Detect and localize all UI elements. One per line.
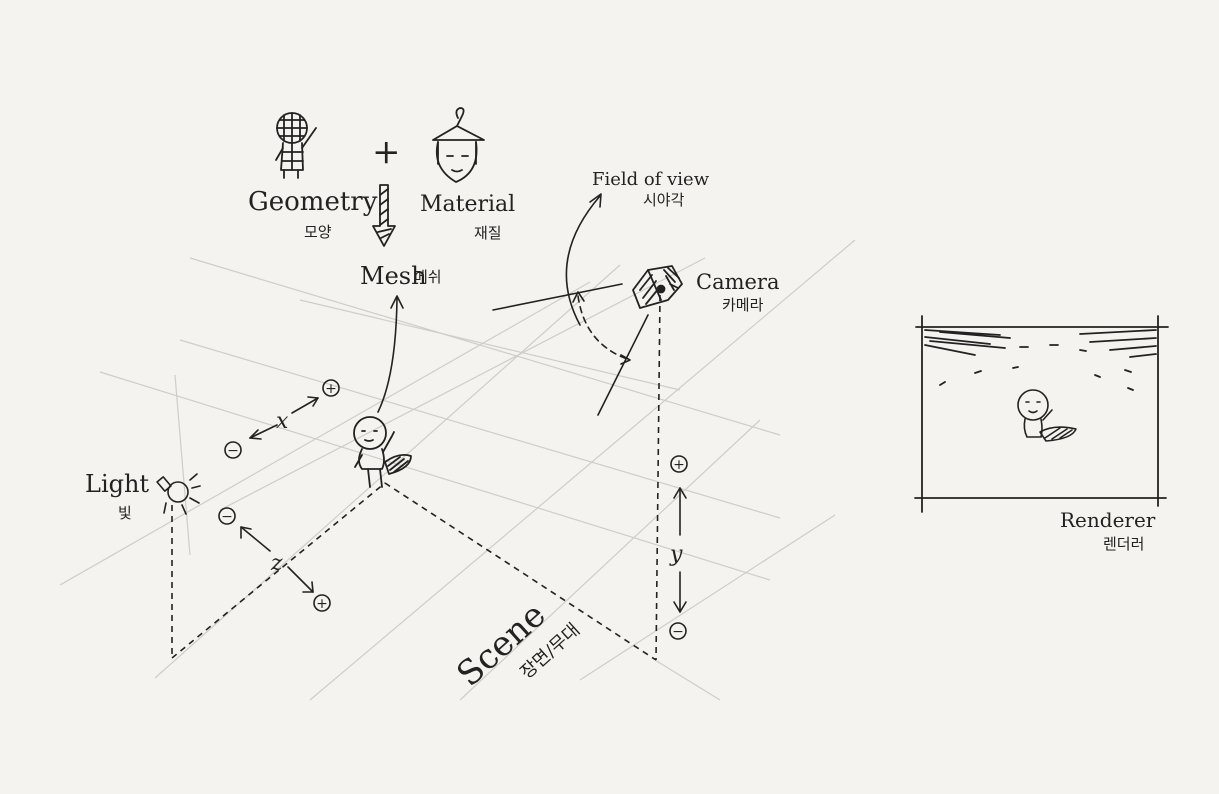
plus-sign: + [372,132,401,172]
y-plus-marker: + [670,455,688,473]
renderer-label-ko: 렌더러 [1103,535,1144,553]
z-axis-arrow [240,526,314,593]
svg-text:−: − [221,509,233,525]
camera-label-ko: 카메라 [722,296,764,314]
mesh-label-ko: 메쉬 [414,268,442,286]
svg-text:−: − [672,624,684,640]
mesh-label: Mesh [360,262,427,290]
geometry-label: Geometry [248,187,378,217]
camera-icon [632,265,683,309]
scene-label-group: Scene 장면/무대 [449,595,584,695]
material-label: Material [420,192,515,217]
combine-arrow-icon [372,184,396,247]
mesh-pointer-arrow [377,295,404,413]
scene-base-outline [171,294,661,661]
material-figure-icon [432,107,485,183]
svg-text:+: + [325,381,337,397]
light-label-ko: 빛 [118,504,132,522]
scene-label: Scene [449,595,553,695]
x-axis-arrow [249,396,319,440]
x-axis-label: x [276,409,289,434]
geometry-figure-icon [275,112,317,179]
y-axis-label: y [669,542,683,567]
field-of-view-label-ko: 시야각 [643,191,685,209]
mesh-character-icon [353,416,412,488]
z-axis-label: z [270,551,283,576]
field-of-view-lines [492,193,649,416]
field-of-view-label: Field of view [592,169,710,190]
camera-label: Camera [696,270,780,294]
material-label-ko: 재질 [474,224,502,242]
renderer-screen [914,315,1169,513]
y-minus-marker: − [669,622,687,640]
renderer-character-icon [1017,389,1077,442]
renderer-label: Renderer [1060,508,1156,532]
x-minus-marker: − [224,441,242,459]
x-plus-marker: + [322,379,340,397]
light-label: Light [85,470,149,498]
svg-text:+: + [673,457,685,473]
geometry-label-ko: 모양 [304,223,332,241]
z-plus-marker: + [313,594,331,612]
z-minus-marker: − [218,507,236,525]
y-axis-arrow [673,487,687,613]
light-bulb-icon [156,473,201,515]
svg-text:+: + [316,596,328,612]
svg-text:−: − [227,443,239,459]
